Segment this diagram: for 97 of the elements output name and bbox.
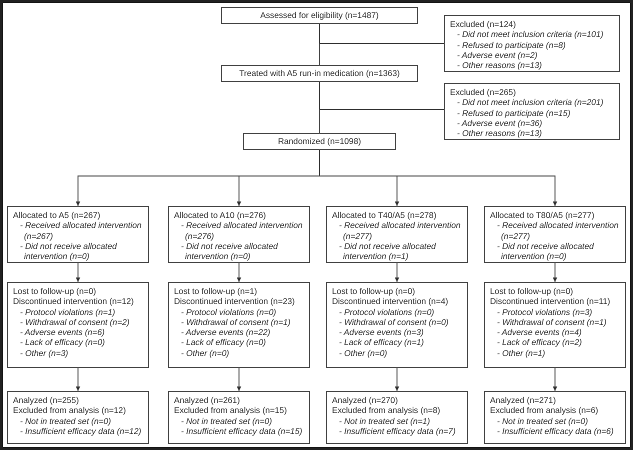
list-item: - Not in treated set (n=1): [338, 416, 432, 426]
box-heading: Allocated to T80/A5 (n=277): [490, 210, 596, 220]
allocation-box: [326, 206, 468, 263]
process-box: [221, 7, 418, 24]
list-item: - Adverse event (n=2): [456, 50, 538, 60]
list-item: - Did not meet inclusion criteria (n=201): [456, 97, 604, 108]
list-item: - Adverse events (n=6): [19, 327, 106, 338]
box-heading: Lost to follow-up (n=1): [174, 286, 258, 296]
process-box: [243, 133, 396, 150]
arrow: [76, 368, 80, 392]
list-item: - Other (n=1): [496, 348, 546, 358]
connector-line: [319, 82, 444, 110]
list-item: - Did not receive allocated intervention (n=0): [180, 240, 279, 262]
analysis-box: [7, 391, 149, 444]
list-item: - Insufficient efficacy data (n=7): [338, 426, 457, 436]
box-heading: Analyzed (n=270): [332, 395, 399, 406]
list-item: - Lack of efficacy (n=0): [180, 337, 267, 348]
exclusion-box: [444, 83, 620, 140]
list-item: - Insufficient efficacy data (n=12): [19, 426, 142, 436]
list-item: - Other (n=0): [180, 348, 230, 358]
list-item: - Insufficient efficacy data (n=6): [496, 426, 615, 436]
list-item: - Withdrawal of consent (n=1): [496, 316, 608, 327]
list-item: - Not in treated set (n=0): [180, 416, 274, 426]
list-item: - Withdrawal of consent (n=2): [19, 316, 131, 327]
list-item: - Withdrawal of consent (n=0): [338, 316, 450, 327]
box-heading: Treated with A5 run-in medication (n=1363): [239, 68, 400, 79]
list-item: - Refused to participate (n=15): [456, 108, 572, 118]
allocation-box: [7, 206, 149, 263]
connector-line: [319, 24, 444, 44]
follow-up-box: [168, 282, 310, 368]
list-item: - Other reasons (n=13): [456, 60, 543, 70]
follow-up-box: [7, 282, 149, 368]
box-heading: Randomized (n=1098): [278, 136, 362, 147]
box-heading: Excluded from analysis (n=8): [332, 405, 442, 416]
list-item: - Received allocated intervention (n=277): [338, 220, 462, 241]
analysis-box: [168, 391, 310, 444]
arrow: [76, 262, 80, 282]
follow-up-box: [326, 282, 468, 368]
analysis-box: [484, 391, 626, 444]
list-item: - Did not receive allocated intervention (n=0): [19, 240, 118, 262]
list-item: - Adverse events (n=3): [338, 327, 425, 338]
box-heading: Excluded from analysis (n=12): [13, 405, 127, 416]
box-heading: Allocated to A5 (n=267): [13, 210, 102, 220]
follow-up-box: [484, 282, 626, 368]
box-heading: Excluded (n=265): [450, 87, 517, 98]
list-item: - Protocol violations (n=1): [19, 306, 116, 317]
list-item: - Lack of efficacy (n=1): [338, 337, 425, 348]
arrow: [236, 368, 242, 392]
list-item: - Lack of efficacy (n=0): [19, 337, 106, 348]
box-heading: Allocated to T40/A5 (n=278): [332, 210, 438, 220]
arrow: [394, 368, 400, 392]
box-heading: Lost to follow-up (n=0): [332, 286, 416, 296]
allocation-box: [484, 206, 626, 263]
list-item: - Did not receive allocated intervention (n=1): [338, 240, 437, 262]
list-item: - Received allocated intervention (n=277): [496, 220, 620, 241]
list-item: - Received allocated intervention (n=276): [180, 220, 304, 241]
box-heading: Excluded (n=124): [450, 19, 517, 30]
allocation-box: [168, 206, 310, 263]
arrow: [552, 368, 558, 392]
box-heading: Discontinued intervention (n=12): [13, 296, 135, 306]
box-heading: Discontinued intervention (n=23): [174, 296, 296, 306]
list-item: - Other (n=3): [19, 348, 70, 358]
list-item: - Insufficient efficacy data (n=15): [180, 426, 304, 436]
arrow: [236, 262, 242, 282]
box-heading: Analyzed (n=261): [174, 395, 241, 406]
arrow: [552, 262, 558, 282]
list-item: - Did not meet inclusion criteria (n=101): [456, 29, 604, 40]
analysis-box: [326, 391, 468, 444]
box-heading: Excluded from analysis (n=15): [174, 405, 288, 416]
box-heading: Lost to follow-up (n=0): [490, 286, 574, 296]
arrow: [394, 262, 400, 282]
list-item: - Other (n=0): [338, 348, 388, 358]
box-heading: Discontinued intervention (n=11): [490, 296, 612, 306]
list-item: - Did not receive allocated intervention (n=0): [496, 240, 595, 262]
list-item: - Protocol violations (n=0): [180, 306, 278, 317]
list-item: - Withdrawal of consent (n=1): [180, 316, 292, 327]
box-heading: Analyzed (n=255): [13, 395, 80, 406]
box-heading: Analyzed (n=271): [490, 395, 557, 406]
box-heading: Assessed for eligibility (n=1487): [260, 10, 379, 21]
list-item: - Protocol violations (n=3): [496, 306, 594, 317]
list-item: - Lack of efficacy (n=2): [496, 337, 583, 348]
process-box: [221, 65, 418, 82]
box-heading: Lost to follow-up (n=0): [13, 286, 98, 296]
exclusion-box: [444, 15, 620, 72]
list-item: - Adverse event (n=36): [456, 118, 542, 128]
list-item: - Protocol violations (n=0): [338, 306, 436, 317]
box-heading: Allocated to A10 (n=276): [174, 210, 267, 220]
list-item: - Adverse events (n=22): [180, 327, 272, 338]
list-item: - Other reasons (n=13): [456, 128, 543, 138]
list-item: - Received allocated intervention (n=267): [19, 220, 143, 241]
box-heading: Excluded from analysis (n=6): [490, 405, 600, 416]
list-item: - Not in treated set (n=0): [19, 416, 112, 426]
arrow: [319, 150, 558, 206]
box-heading: Discontinued intervention (n=4): [332, 296, 450, 306]
list-item: - Adverse events (n=4): [496, 327, 583, 338]
list-item: - Refused to participate (n=8): [456, 40, 567, 50]
list-item: - Not in treated set (n=0): [496, 416, 590, 426]
